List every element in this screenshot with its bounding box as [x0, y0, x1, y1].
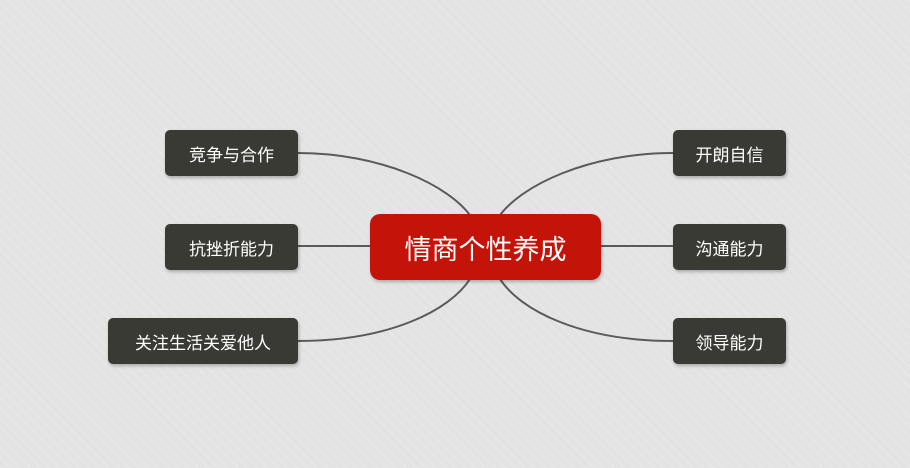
branch-competition-cooperation[interactable]: 竞争与合作	[165, 130, 298, 176]
branch-cheerful-confident[interactable]: 开朗自信	[673, 130, 786, 176]
branch-care-for-life-and-others[interactable]: 关注生活关爱他人	[108, 318, 298, 364]
branch-communication-skills[interactable]: 沟通能力	[673, 224, 786, 270]
connector-right-3	[499, 278, 674, 342]
branch-frustration-resistance[interactable]: 抗挫折能力	[165, 224, 298, 270]
central-topic[interactable]: 情商个性养成	[370, 214, 601, 280]
connector-left-1	[297, 152, 473, 219]
branch-leadership-skills[interactable]: 领导能力	[673, 318, 786, 364]
connector-right-1	[497, 152, 674, 219]
connector-left-3	[297, 278, 471, 342]
